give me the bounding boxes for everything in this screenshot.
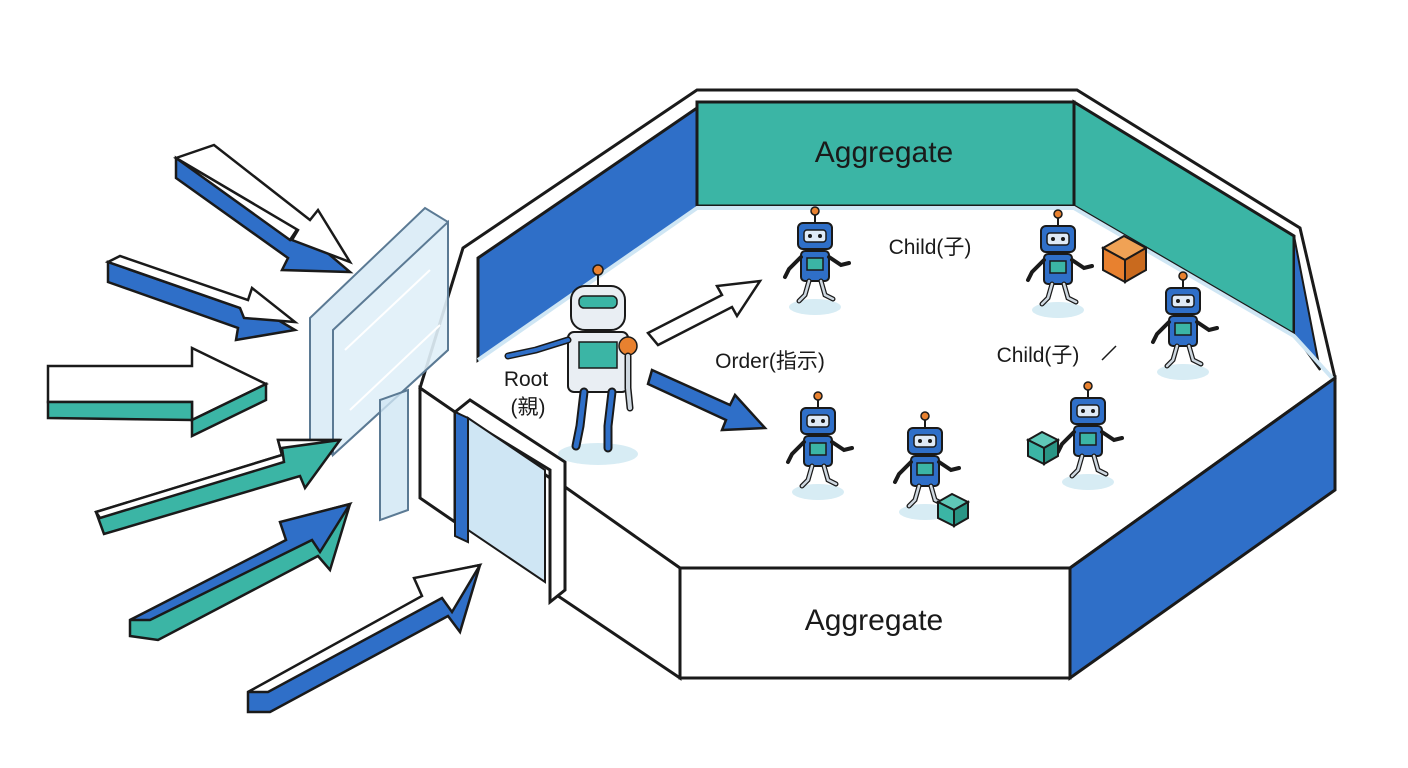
aggregate-back-label: Aggregate <box>815 136 953 169</box>
gate-door <box>452 398 567 606</box>
external-arrow-5 <box>128 502 353 642</box>
external-arrow-4 <box>94 438 343 536</box>
external-arrow-3 <box>46 346 269 438</box>
order-arrow-outline <box>646 279 763 347</box>
child-label-top: Child(子) <box>889 236 972 259</box>
child-pointer-line <box>1101 345 1117 361</box>
box-teal-left <box>1025 430 1061 466</box>
robot-root <box>504 264 638 465</box>
order-label: Order(指示) <box>715 350 825 373</box>
child-label-mid: Child(子) <box>997 344 1080 367</box>
root-label: Root <box>504 368 549 391</box>
external-arrow-1 <box>173 143 354 274</box>
root-label-kanji: (親) <box>511 396 546 419</box>
floor-rim <box>476 206 1336 382</box>
aggregate-front-label: Aggregate <box>805 604 943 637</box>
box-orange <box>1100 234 1149 284</box>
wall-front-right <box>1068 375 1337 681</box>
box-teal-bottom <box>935 492 971 528</box>
order-arrow-filled <box>646 368 768 432</box>
external-arrow-6 <box>246 563 483 714</box>
external-arrow-2 <box>104 254 299 342</box>
wall-front-left <box>418 385 457 525</box>
